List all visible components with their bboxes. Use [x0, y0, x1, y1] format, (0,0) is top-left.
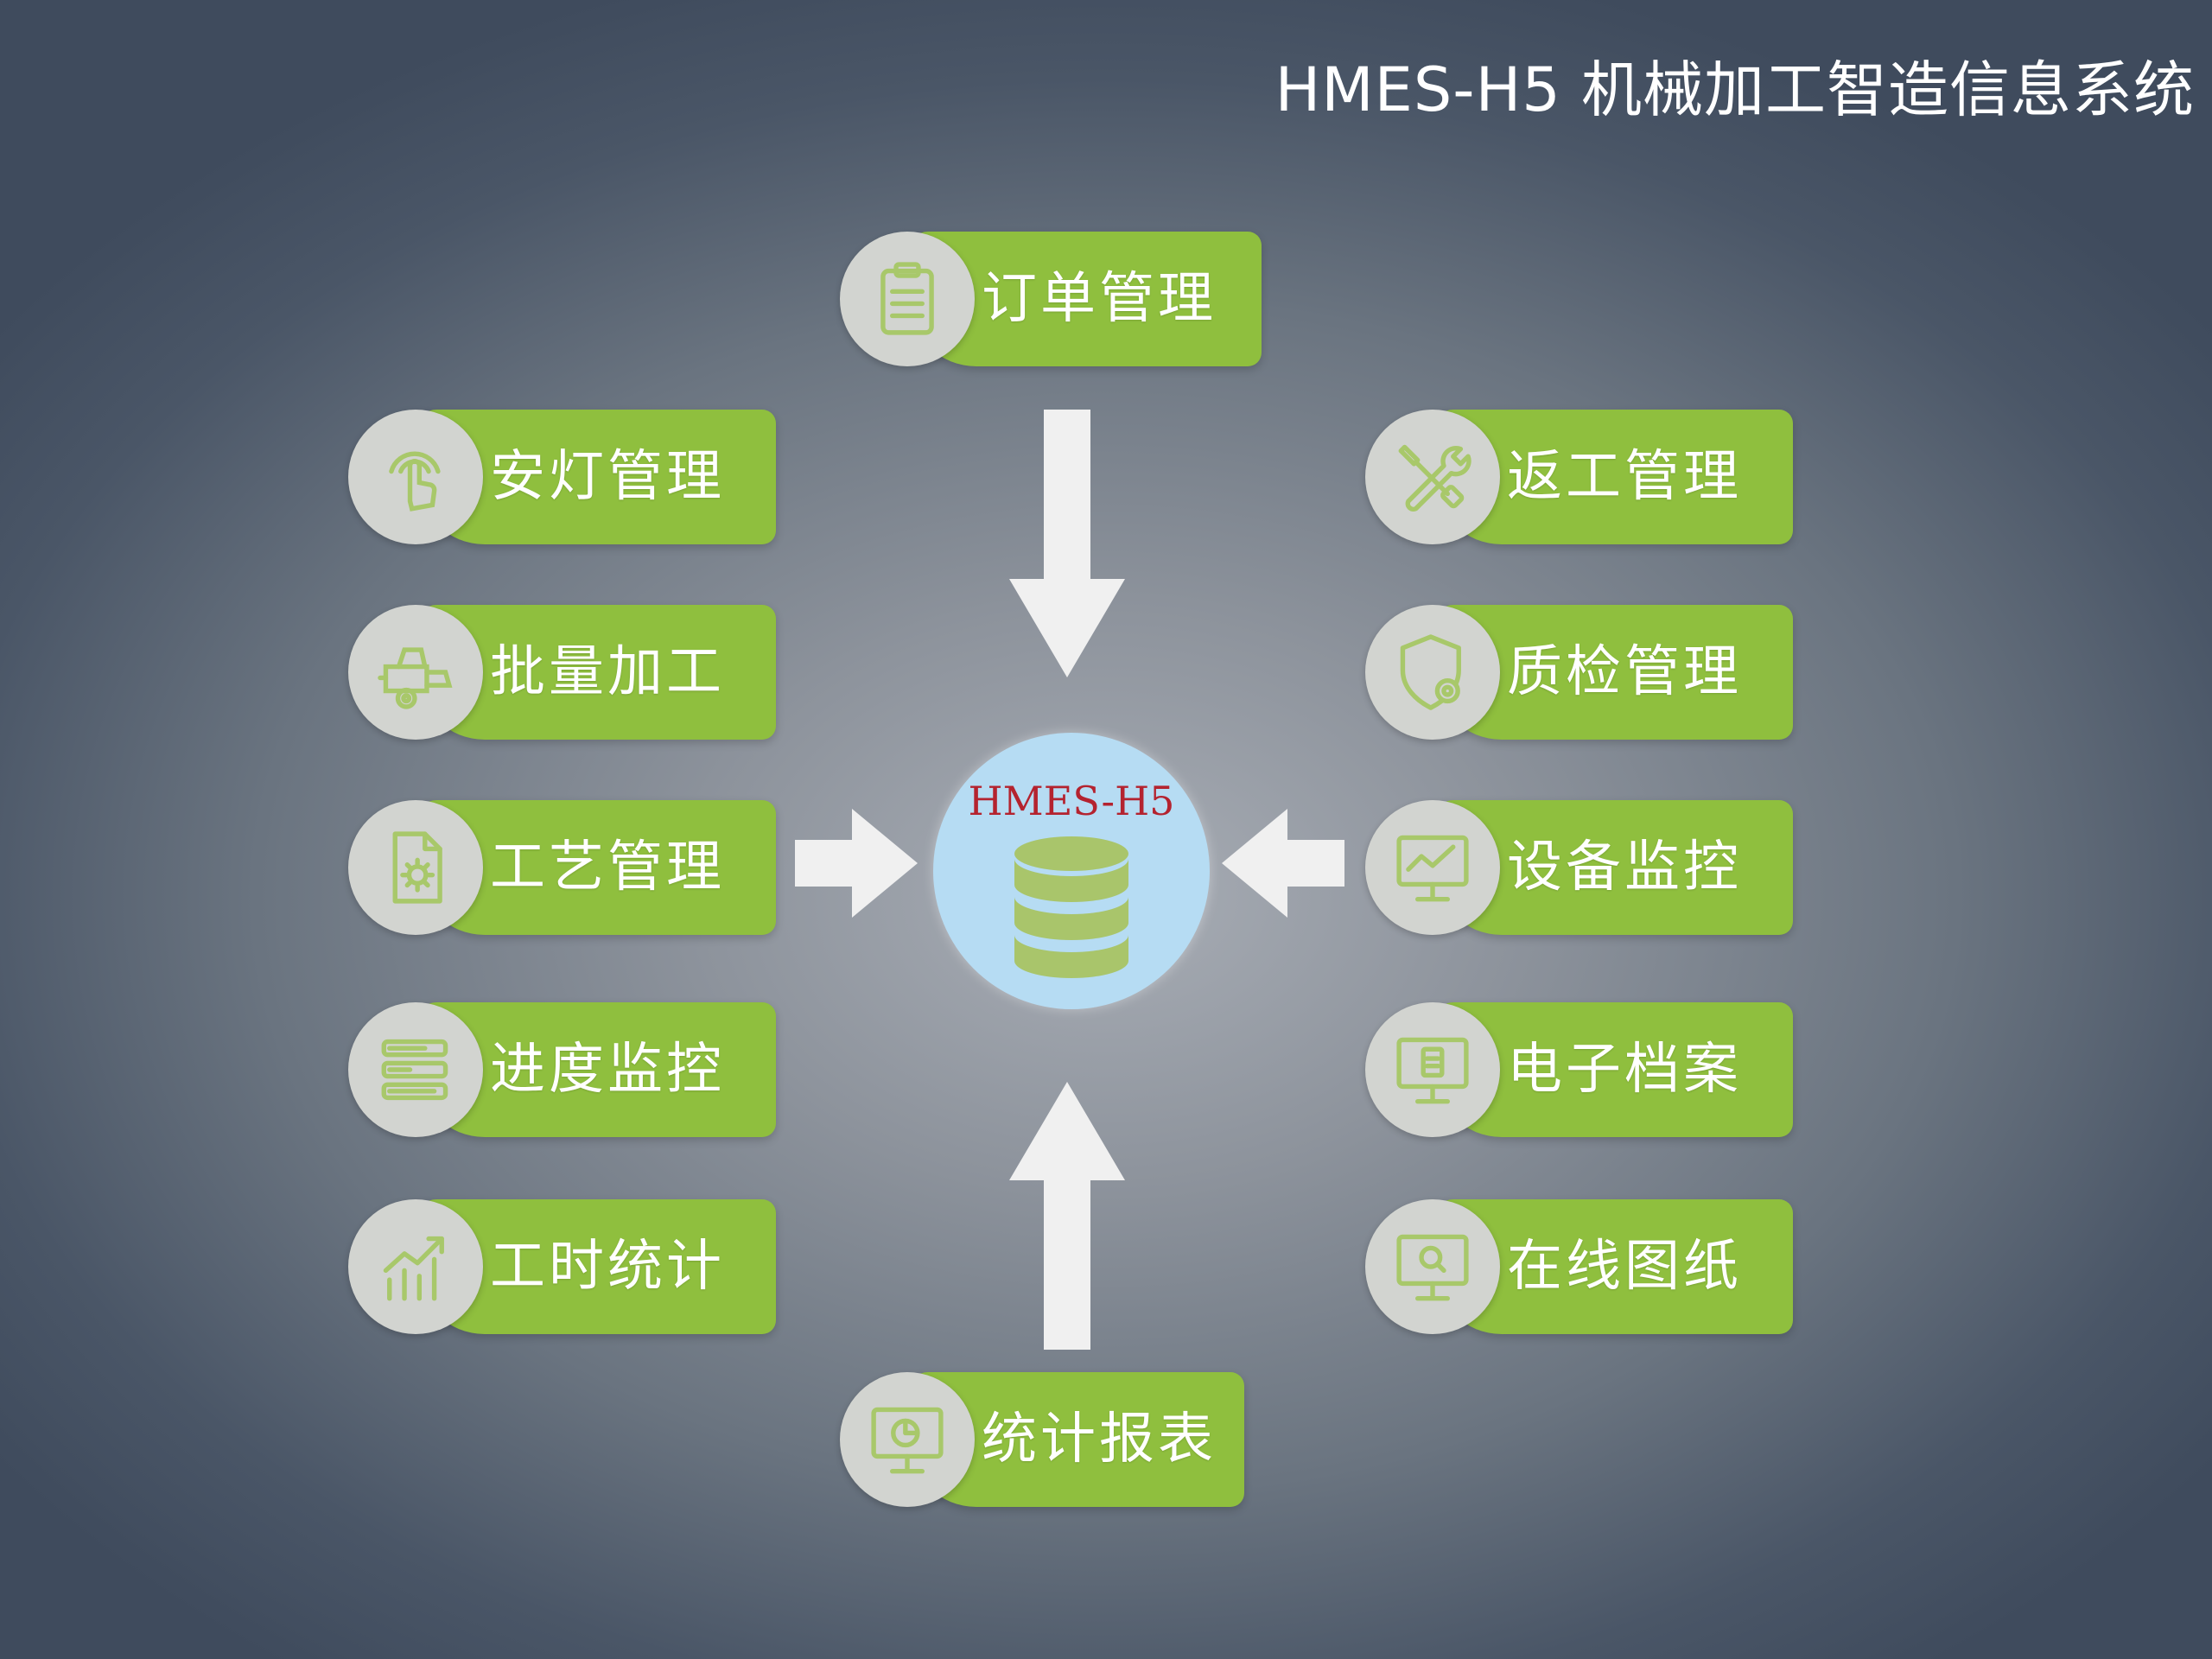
module-batch-icon-circle [348, 605, 483, 740]
module-archive[interactable]: 电子档案 [1365, 1002, 1793, 1137]
module-progress-icon-circle [348, 1002, 483, 1137]
module-process-label: 工艺管理 [490, 836, 725, 899]
page-title: HMES-H5 机械加工智造信息系统 [1274, 54, 2195, 125]
monitor-search-icon [1396, 1234, 1469, 1301]
module-report-label: 统计报表 [982, 1408, 1217, 1471]
module-rework-label: 返工管理 [1507, 445, 1742, 509]
module-rework[interactable]: 返工管理 [1365, 410, 1793, 544]
module-order-label: 订单管理 [982, 267, 1217, 331]
module-equipment-label: 设备监控 [1507, 836, 1742, 899]
module-quality[interactable]: 质检管理 [1365, 605, 1793, 740]
monitor-pie-icon [871, 1407, 944, 1474]
module-andon-icon-circle [348, 410, 483, 544]
module-worktime-icon-circle [348, 1199, 483, 1334]
shield-gear-icon [1400, 634, 1461, 710]
monitor-chart-icon [1396, 835, 1469, 902]
touch-hand-icon [389, 451, 441, 512]
module-andon[interactable]: 安灯管理 [348, 410, 776, 544]
module-archive-label: 电子档案 [1507, 1038, 1742, 1102]
progress-bars-icon [381, 1039, 448, 1101]
module-order[interactable]: 订单管理 [840, 232, 1262, 366]
module-report-icon-circle [840, 1372, 975, 1507]
module-process-icon-circle [348, 800, 483, 935]
module-worktime-label: 工时统计 [490, 1235, 725, 1299]
module-report[interactable]: 统计报表 [840, 1372, 1244, 1507]
hub-circle: HMES-H5 [933, 733, 1210, 1009]
arrow-right-icon [795, 809, 918, 918]
module-drawing-icon-circle [1365, 1199, 1500, 1334]
arrow-left-icon [1222, 809, 1344, 918]
module-drawing[interactable]: 在线图纸 [1365, 1199, 1793, 1334]
module-batch-label: 批量加工 [490, 640, 725, 704]
module-andon-label: 安灯管理 [490, 445, 725, 509]
module-equipment[interactable]: 设备监控 [1365, 800, 1793, 935]
growth-chart-icon [383, 1236, 444, 1301]
machine-icon [378, 647, 453, 709]
module-rework-icon-circle [1365, 410, 1500, 544]
module-quality-label: 质检管理 [1507, 640, 1742, 704]
module-process[interactable]: 工艺管理 [348, 800, 776, 935]
arrow-down-icon [1009, 410, 1125, 677]
module-progress-label: 进度监控 [490, 1038, 725, 1102]
module-equipment-icon-circle [1365, 800, 1500, 935]
module-drawing-label: 在线图纸 [1507, 1235, 1742, 1299]
module-worktime[interactable]: 工时统计 [348, 1199, 776, 1334]
module-order-icon-circle [840, 232, 975, 366]
wrench-screwdriver-icon [1398, 444, 1471, 512]
database-icon [1014, 836, 1128, 978]
hub-label: HMES-H5 [968, 778, 1175, 824]
clipboard-icon [880, 262, 934, 335]
module-archive-icon-circle [1365, 1002, 1500, 1137]
module-batch[interactable]: 批量加工 [348, 605, 776, 740]
gear-document-icon [392, 831, 442, 904]
monitor-document-icon [1396, 1037, 1469, 1104]
arrow-up-icon [1009, 1082, 1125, 1350]
module-quality-icon-circle [1365, 605, 1500, 740]
module-progress[interactable]: 进度监控 [348, 1002, 776, 1137]
